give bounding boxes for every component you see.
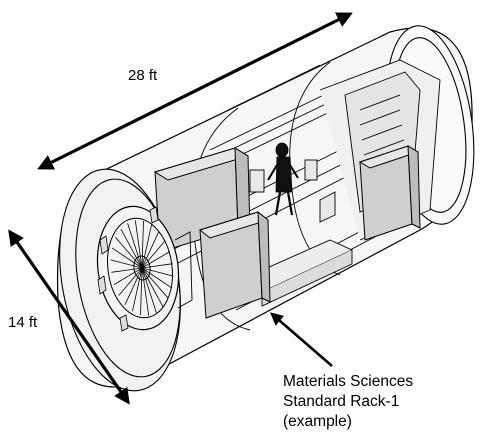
callout-line-3: (example) (283, 413, 352, 430)
callout-leader-arrow (270, 312, 333, 367)
hatch-spoke (141, 267, 174, 277)
hatch-spoke (141, 267, 169, 299)
callout-line-1: Materials Sciences (283, 373, 413, 390)
hatch-spoke (141, 231, 160, 269)
length-label: 28 ft (128, 67, 158, 84)
rack-right (358, 145, 421, 241)
hatch-spoke (134, 220, 143, 269)
hatch-spoke (141, 224, 152, 269)
length-dimension-arrow (37, 12, 353, 170)
hatch-spoke (141, 267, 173, 289)
hatch-spoke (132, 267, 143, 312)
hatch-spoke (141, 267, 157, 313)
rack-lower-left (198, 210, 271, 319)
diameter-label: 14 ft (8, 314, 38, 331)
hatch-spoke (140, 267, 143, 316)
hatch-spoke (141, 220, 144, 269)
hatch-spoke (127, 223, 143, 269)
callout-line-2: Standard Rack-1 (283, 393, 399, 410)
hatch-spoke (141, 267, 164, 308)
hatch-spoke (141, 267, 150, 316)
hatch-spoke (141, 251, 171, 269)
hatch-spoke (141, 240, 166, 269)
hatch-spoke (141, 263, 173, 269)
diameter-dimension-arrow (8, 229, 130, 405)
